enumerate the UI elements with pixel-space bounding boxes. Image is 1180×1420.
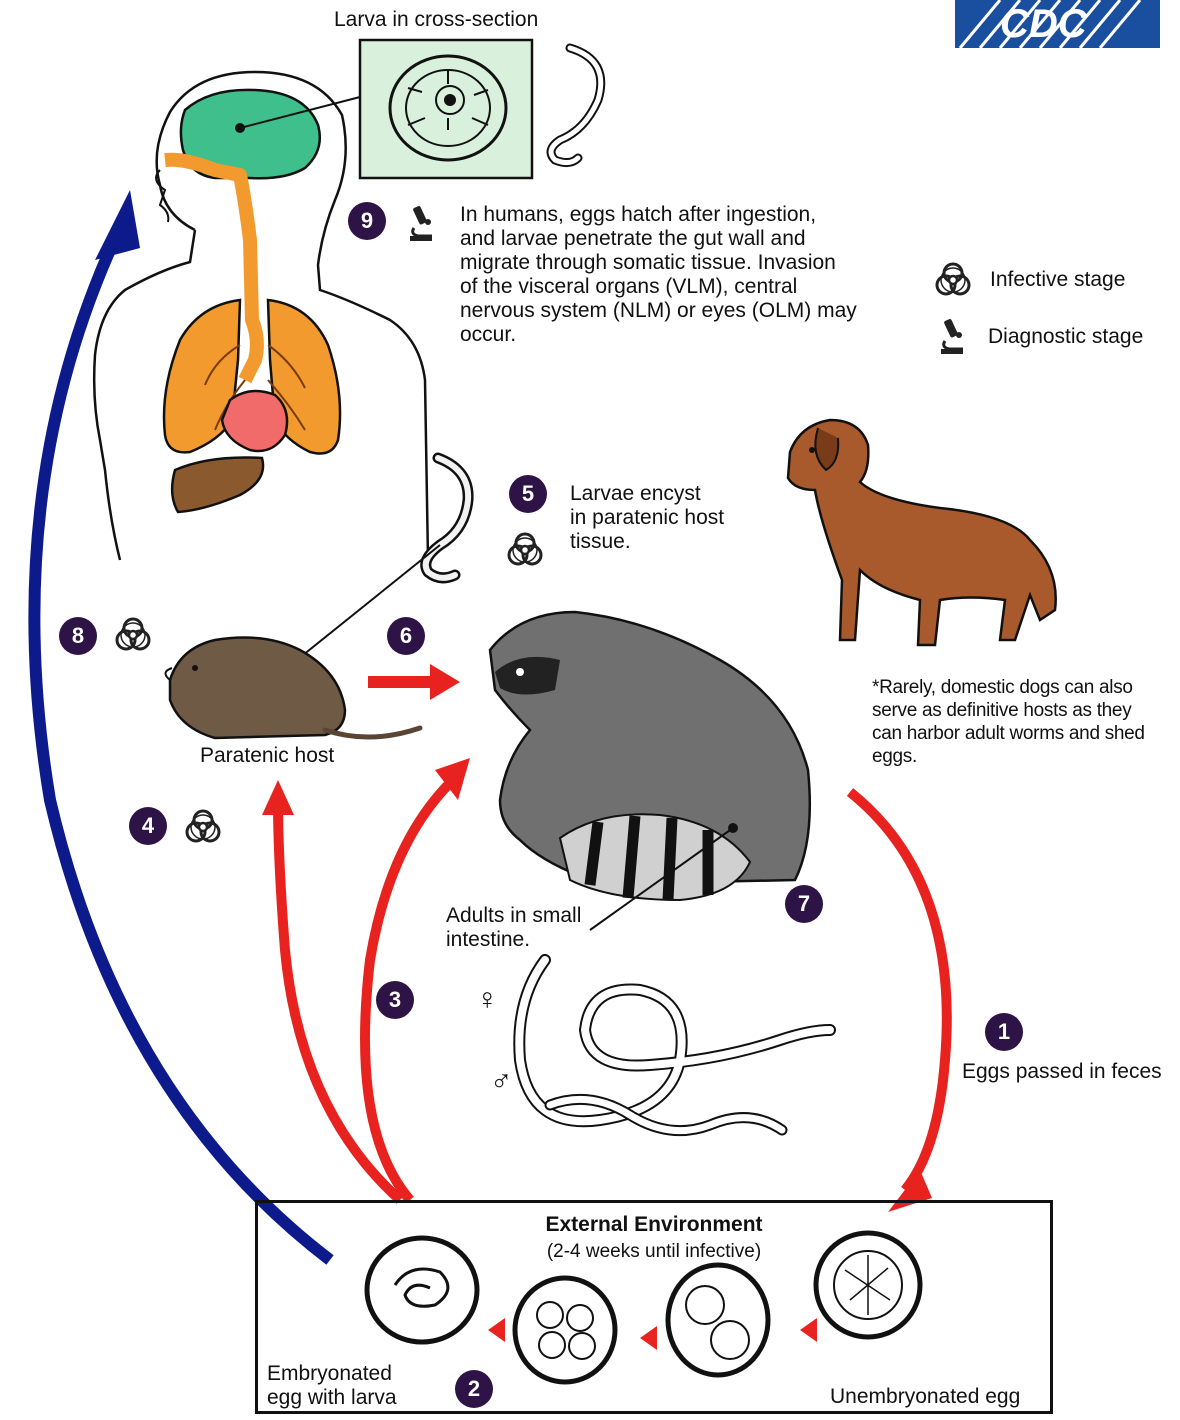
adult-worms (519, 960, 830, 1131)
step-badge-3: 3 (376, 981, 414, 1019)
larva-cross-section-box (360, 40, 532, 178)
step-badge-7: 7 (785, 885, 823, 923)
step-badge-1: 1 (985, 1013, 1023, 1051)
biohazard-icon (509, 534, 541, 564)
male-symbol: ♂ (490, 1066, 513, 1098)
adults-small-intestine-label: Adults in small intestine. (446, 904, 581, 952)
cdc-logo-text: CDC (1000, 4, 1087, 44)
external-environment-title: External Environment (258, 1213, 1050, 1237)
paratenic-host-label: Paratenic host (200, 744, 334, 768)
step-badge-8: 8 (59, 617, 97, 655)
female-symbol: ♀ (476, 984, 499, 1016)
microscope-icon (410, 205, 432, 241)
external-environment-box: External Environment (2-4 weeks until in… (255, 1200, 1053, 1414)
step-badge-5: 5 (509, 475, 547, 513)
step-badge-9: 9 (348, 202, 386, 240)
dog-illustration (788, 420, 1056, 645)
biohazard-icon (187, 811, 219, 841)
step-badge-4: 4 (129, 807, 167, 845)
legend-diagnostic-stage: Diagnostic stage (988, 325, 1143, 349)
legend-infective-stage: Infective stage (990, 268, 1125, 292)
dog-note: *Rarely, domestic dogs can also serve as… (872, 676, 1145, 768)
step-badge-6: 6 (387, 617, 425, 655)
external-environment-subtitle: (2-4 weeks until infective) (258, 1241, 1050, 1263)
eggs-passed-label: Eggs passed in feces (962, 1060, 1162, 1084)
raccoon-definitive-host (490, 612, 810, 930)
step5-description: Larvae encyst in paratenic host tissue. (570, 482, 724, 554)
biohazard-icon (117, 619, 149, 649)
heart (222, 391, 287, 451)
larva-cross-section-label: Larva in cross-section (334, 8, 538, 32)
step-badge-2: 2 (455, 1370, 493, 1408)
step9-description: In humans, eggs hatch after ingestion, a… (460, 203, 857, 347)
biohazard-icon (937, 264, 969, 294)
microscope-icon (941, 318, 963, 354)
liver (172, 458, 263, 513)
